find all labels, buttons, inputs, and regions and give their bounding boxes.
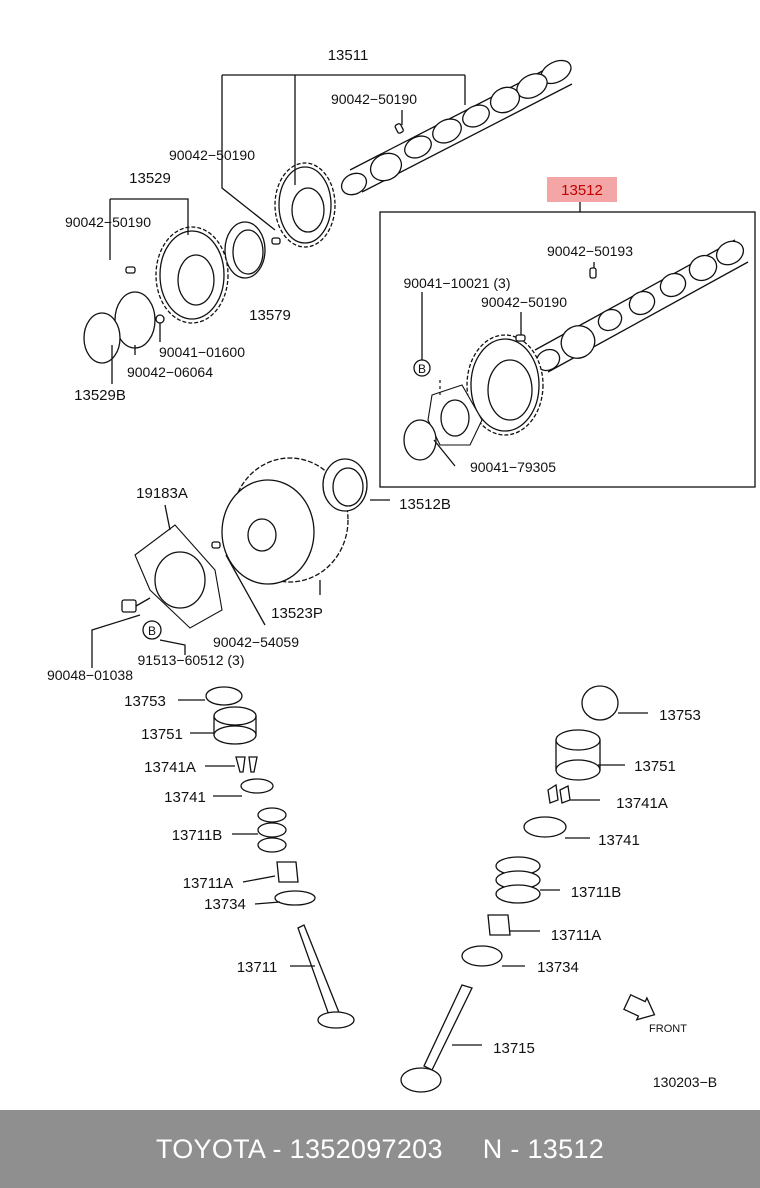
- camshaft-13512: [534, 239, 749, 373]
- label-13579: 13579: [249, 307, 291, 324]
- front-arrow-icon: [623, 993, 656, 1021]
- label-90042-50190-l2: 90042−50190: [65, 214, 151, 230]
- label-90041-01600: 90041−01600: [159, 344, 245, 360]
- sprocket-13529: [155, 226, 229, 324]
- label-90041-79305: 90041−79305: [470, 459, 556, 475]
- label-90048-01038: 90048−01038: [47, 667, 133, 683]
- label-13753-right: 13753: [659, 707, 701, 724]
- ring-13529B: [83, 312, 121, 364]
- label-13711: 13711: [237, 959, 278, 976]
- footer-bar: TOYOTA - 1352097203 N - 13512: [0, 1110, 760, 1188]
- valve-train-left: [205, 686, 355, 1029]
- label-90041-10021: 90041−10021 (3): [403, 275, 510, 291]
- label-13512B: 13512B: [399, 496, 451, 513]
- pin-90042-54059: [211, 541, 221, 549]
- vvt-gear-13523P: [221, 457, 349, 585]
- bolt-90041-79305: [403, 419, 437, 461]
- pin-90042-50190: [271, 237, 281, 245]
- label-13715: 13715: [493, 1040, 535, 1057]
- seal-13512B: [322, 458, 368, 512]
- label-13511: 13511: [328, 47, 369, 64]
- parts-diagram: B B: [47, 47, 756, 1093]
- pin-90042-50190-box: [515, 334, 526, 342]
- label-13512: 13512: [561, 182, 603, 199]
- diagram-code: 130203−B: [653, 1074, 717, 1090]
- label-13751-left: 13751: [141, 726, 183, 743]
- label-90042-50190-top: 90042−50190: [331, 91, 417, 107]
- label-13753-left: 13753: [124, 693, 166, 710]
- pin-13529: [125, 266, 136, 274]
- label-13741A-right: 13741A: [616, 795, 668, 812]
- label-13741-left: 13741: [164, 789, 206, 806]
- plate-13579: [224, 221, 266, 279]
- footer-part-number: TOYOTA - 1352097203: [155, 1133, 443, 1164]
- plate-19183A: [134, 524, 223, 629]
- label-13529B: 13529B: [74, 387, 126, 404]
- label-90042-06064: 90042−06064: [127, 364, 213, 380]
- label-front: FRONT: [649, 1023, 687, 1035]
- assembly-box-13512: [379, 211, 756, 488]
- ring-90042-06064: [114, 291, 156, 349]
- label-13711A-left: 13711A: [183, 875, 234, 892]
- label-13711B-left: 13711B: [172, 827, 223, 844]
- highlight-13512: [547, 177, 617, 202]
- label-13523P: 13523P: [271, 605, 323, 622]
- label-13529: 13529: [129, 170, 171, 187]
- label-19183A: 19183A: [136, 485, 188, 502]
- label-90042-50190-left: 90042−50190: [169, 147, 255, 163]
- footer-ref: N - 13512: [482, 1133, 605, 1164]
- gear-13512-assembly: [466, 334, 544, 436]
- label-13751-right: 13751: [634, 758, 676, 775]
- camshaft-13511: [340, 59, 573, 196]
- svg-text:B: B: [418, 362, 426, 376]
- label-13711A-right: 13711A: [551, 927, 602, 944]
- b-marker-box: [413, 359, 431, 377]
- label-13711B-right: 13711B: [571, 884, 622, 901]
- label-13734-left: 13734: [204, 896, 246, 913]
- label-90042-50190-box: 90042−50190: [481, 294, 567, 310]
- bolt-90041-01600: [155, 314, 165, 324]
- svg-text:B: B: [148, 624, 156, 638]
- bolt-90048-01038: [121, 597, 151, 613]
- label-90042-54059: 90042−54059: [213, 634, 299, 650]
- gear-13511: [274, 162, 336, 248]
- b-marker-plate: [142, 620, 162, 640]
- label-13741-right: 13741: [598, 832, 640, 849]
- valve-train-right: [400, 685, 619, 1093]
- label-91513-60512: 91513−60512 (3): [137, 652, 244, 668]
- label-13741A-left: 13741A: [144, 759, 196, 776]
- label-13734-right: 13734: [537, 959, 579, 976]
- label-90042-50193: 90042−50193: [547, 243, 633, 259]
